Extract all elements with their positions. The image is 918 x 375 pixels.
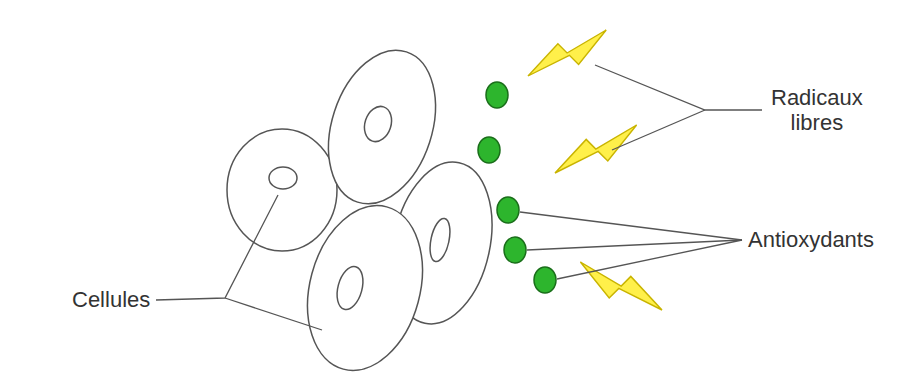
antioxidant-dot	[486, 82, 508, 108]
part-label: Radicaux libres	[771, 85, 863, 136]
lightning-bolt	[555, 125, 637, 173]
free-radicals	[528, 30, 662, 310]
leader-lines	[156, 65, 762, 330]
cell	[227, 129, 337, 251]
leader-line	[557, 240, 742, 279]
leader-line	[156, 195, 278, 300]
part-label: Cellules	[72, 287, 150, 312]
nucleus	[269, 167, 297, 189]
leader-line	[595, 65, 762, 110]
leader-line	[520, 212, 742, 240]
leader-line	[612, 110, 705, 150]
part-label: Antioxydants	[748, 227, 874, 252]
leader-line	[527, 240, 742, 250]
antioxidant-dot	[504, 237, 526, 263]
lightning-bolt	[580, 262, 662, 310]
nucleus	[427, 217, 454, 264]
nucleus	[333, 264, 368, 313]
antioxidant-dots	[478, 82, 556, 293]
cell	[290, 193, 440, 375]
lightning-bolt	[528, 30, 606, 76]
antioxidant-dot	[478, 137, 500, 163]
leader-line	[225, 298, 322, 330]
nucleus	[360, 103, 396, 145]
antioxidant-dot	[534, 267, 556, 293]
cells	[227, 36, 506, 375]
antioxidant-dot	[497, 197, 519, 223]
